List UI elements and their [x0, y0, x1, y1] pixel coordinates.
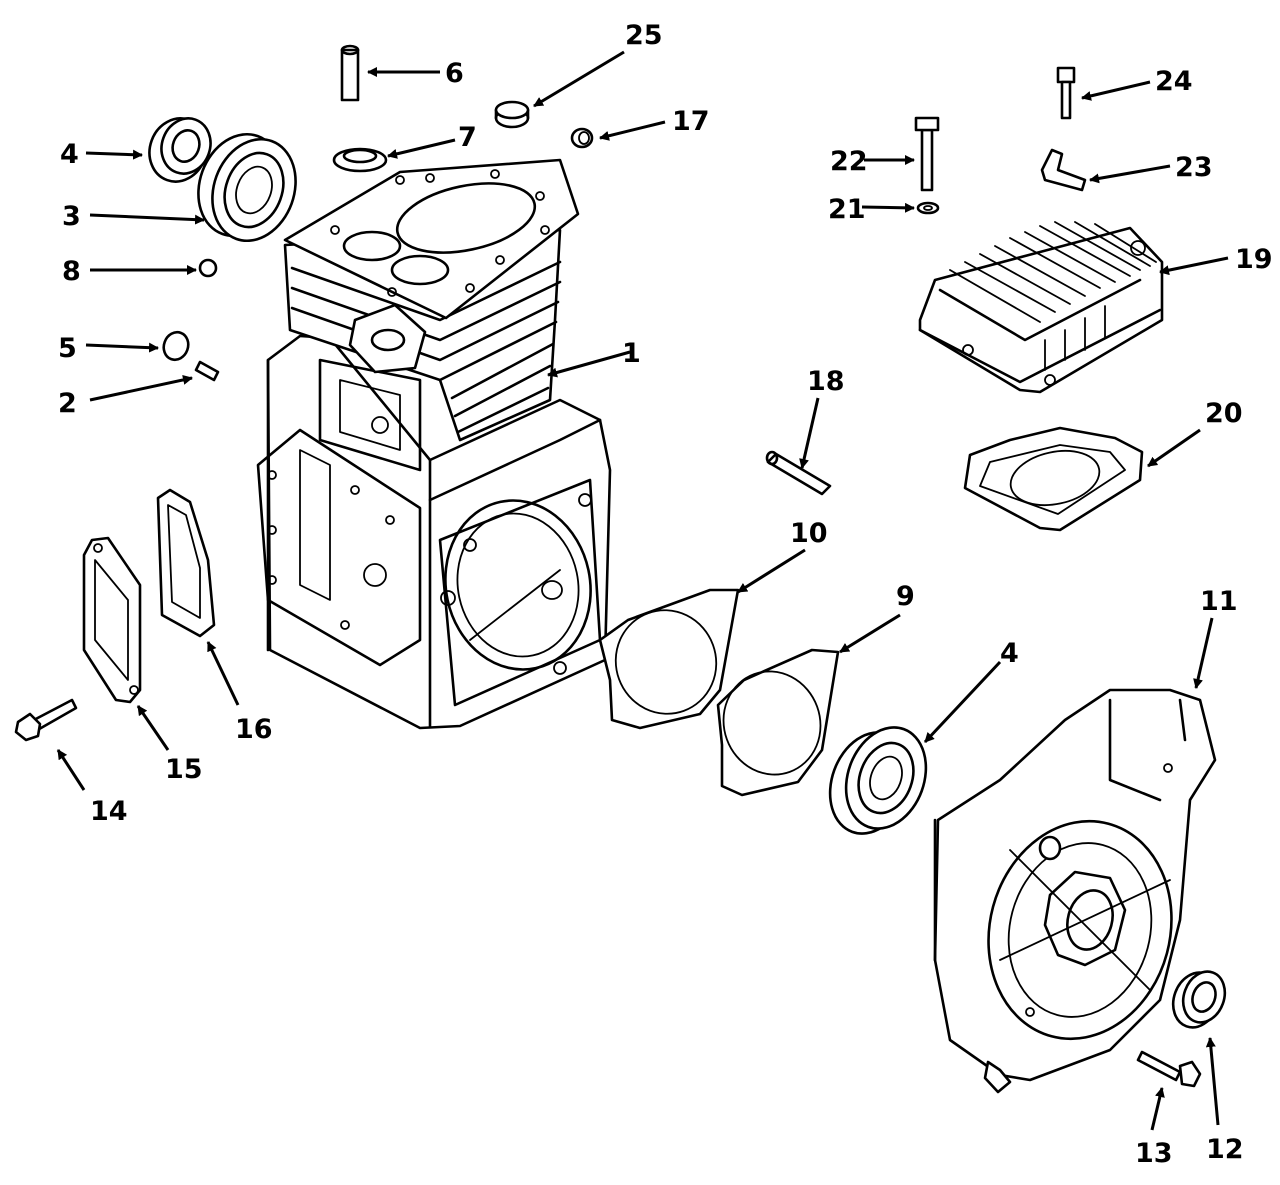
callout-17: 17: [672, 106, 710, 137]
callout-16: 16: [235, 714, 273, 745]
callout-1: 1: [622, 338, 641, 369]
gasket-part-9: [716, 648, 840, 797]
callout-7: 7: [458, 122, 477, 153]
oil-seal-part-12: [1171, 970, 1227, 1029]
callout-25: 25: [625, 20, 663, 51]
dowel-pin-part-6: [340, 44, 360, 102]
cylinder-head-part-19: [918, 221, 1164, 394]
gasket-part-16: [156, 488, 216, 638]
plug-part-5: [162, 330, 190, 362]
screw-part-13: [1136, 1050, 1202, 1088]
callout-22: 22: [830, 146, 868, 177]
bracket-part-23: [1040, 148, 1087, 192]
gasket-part-10: [598, 588, 740, 730]
callout-19: 19: [1235, 244, 1273, 275]
head-gasket-part-20: [963, 426, 1144, 532]
callout-6: 6: [445, 58, 464, 89]
callout-21: 21: [828, 194, 866, 225]
cover-part-15: [82, 536, 142, 704]
plug-part-17: [570, 127, 594, 149]
ball-bearing-part-3: [197, 132, 297, 243]
callout-15: 15: [165, 754, 203, 785]
blower-housing-part-11: [933, 688, 1217, 1094]
screw-part-24: [1056, 66, 1076, 120]
leader-arrows: [56, 50, 1229, 1131]
callout-4-seal: 4: [60, 139, 79, 170]
cylinder-block-part: [256, 158, 612, 730]
callout-labels: 1 2 3 4 5 6 7 8 9 10 11 12 13 14 15 16 1…: [58, 20, 1273, 1169]
washer-part-21: [916, 201, 940, 215]
pin-part-18: [765, 450, 832, 496]
plug-part-8: [198, 258, 218, 278]
plug-part-25: [494, 100, 530, 129]
callout-20: 20: [1205, 398, 1243, 429]
bolt-part-22: [914, 116, 940, 192]
callout-2: 2: [58, 388, 77, 419]
valve-seat-part-7: [332, 147, 388, 173]
callout-9: 9: [896, 581, 915, 612]
pin-part-2: [194, 360, 220, 382]
callout-24: 24: [1155, 66, 1193, 97]
callout-18: 18: [807, 366, 845, 397]
bolt-part-14: [14, 698, 78, 742]
callout-14: 14: [90, 796, 128, 827]
callout-3: 3: [62, 201, 81, 232]
callout-4-bearing: 4: [1000, 638, 1019, 669]
callout-8: 8: [62, 256, 81, 287]
callout-5: 5: [58, 333, 77, 364]
callout-11: 11: [1200, 586, 1238, 617]
callout-12: 12: [1206, 1134, 1244, 1165]
oil-seal-part-4: [148, 117, 212, 183]
callout-23: 23: [1175, 152, 1213, 183]
ball-bearing-part-4: [828, 726, 928, 835]
callout-10: 10: [790, 518, 828, 549]
callout-13: 13: [1135, 1138, 1173, 1169]
